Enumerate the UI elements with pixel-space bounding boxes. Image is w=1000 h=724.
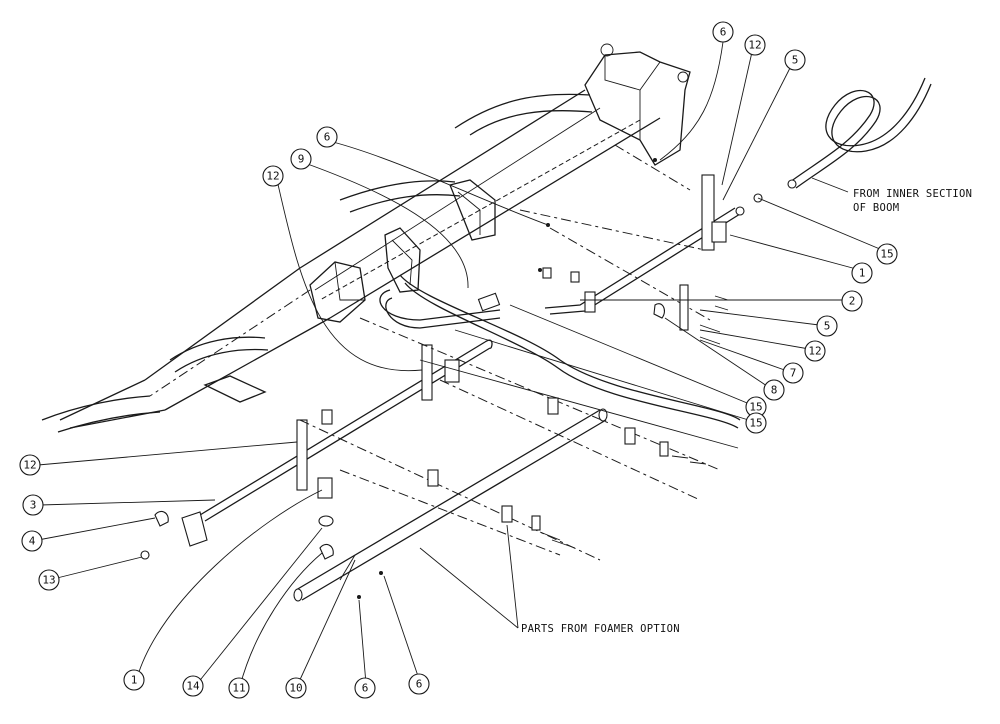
callout-15-low: 15: [745, 412, 767, 434]
callout-12-left: 12: [262, 165, 284, 187]
callout-6-mid: 6: [316, 126, 338, 148]
note-inner-section-line2: OF BOOM: [853, 202, 899, 214]
upper-spray-pipe: [379, 174, 745, 329]
svg-text:6: 6: [416, 678, 423, 691]
svg-text:13: 13: [42, 574, 55, 587]
svg-text:11: 11: [232, 682, 245, 695]
callout-6-bottom-left: 6: [354, 677, 376, 699]
note-inner-section-line1: FROM INNER SECTION: [853, 188, 972, 200]
svg-text:9: 9: [298, 153, 305, 166]
note-foamer-option: PARTS FROM FOAMER OPTION: [521, 623, 680, 635]
callout-1-bottom: 1: [123, 669, 145, 691]
callout-3: 3: [22, 494, 44, 516]
callout-8: 8: [763, 379, 785, 401]
svg-text:8: 8: [771, 384, 778, 397]
callout-7: 7: [782, 362, 804, 384]
svg-text:12: 12: [748, 39, 761, 52]
callout-4: 4: [21, 530, 43, 552]
callout-5-top: 5: [784, 49, 806, 71]
callout-15-mid: 15: [745, 396, 767, 418]
inner-section-hose: [787, 77, 932, 189]
svg-text:12: 12: [23, 459, 36, 472]
callout-10: 10: [285, 677, 307, 699]
svg-text:14: 14: [186, 680, 200, 693]
callout-9: 9: [290, 148, 312, 170]
boom-assembly: [41, 43, 741, 433]
leader-lines: [37, 41, 888, 687]
svg-text:15: 15: [749, 401, 762, 414]
svg-text:6: 6: [720, 26, 727, 39]
hardware: [140, 158, 763, 599]
callout-2: 2: [841, 290, 863, 312]
svg-text:4: 4: [29, 535, 36, 548]
svg-text:3: 3: [30, 499, 37, 512]
svg-text:7: 7: [790, 367, 797, 380]
foamer-pipe: [293, 408, 608, 602]
svg-text:15: 15: [880, 248, 893, 261]
svg-text:2: 2: [849, 295, 856, 308]
callout-6-bottom-right: 6: [408, 673, 430, 695]
svg-text:1: 1: [859, 267, 866, 280]
svg-text:6: 6: [362, 682, 369, 695]
callout-12-right: 12: [804, 340, 826, 362]
svg-text:15: 15: [749, 417, 762, 430]
callout-6-top: 6: [712, 21, 734, 43]
callout-13: 13: [38, 569, 60, 591]
svg-text:10: 10: [289, 682, 302, 695]
svg-text:12: 12: [266, 170, 279, 183]
callout-12-bottom: 12: [19, 454, 41, 476]
svg-text:12: 12: [808, 345, 821, 358]
svg-text:1: 1: [131, 674, 138, 687]
callout-14: 14: [182, 675, 204, 697]
callout-5-right: 5: [816, 315, 838, 337]
lower-spray-pipe: [181, 339, 493, 547]
svg-text:5: 5: [792, 54, 799, 67]
svg-text:6: 6: [324, 131, 331, 144]
svg-text:5: 5: [824, 320, 831, 333]
callout-15-right: 15: [876, 243, 898, 265]
callout-11: 11: [228, 677, 250, 699]
callout-1-right: 1: [851, 262, 873, 284]
callout-12-top: 12: [744, 34, 766, 56]
